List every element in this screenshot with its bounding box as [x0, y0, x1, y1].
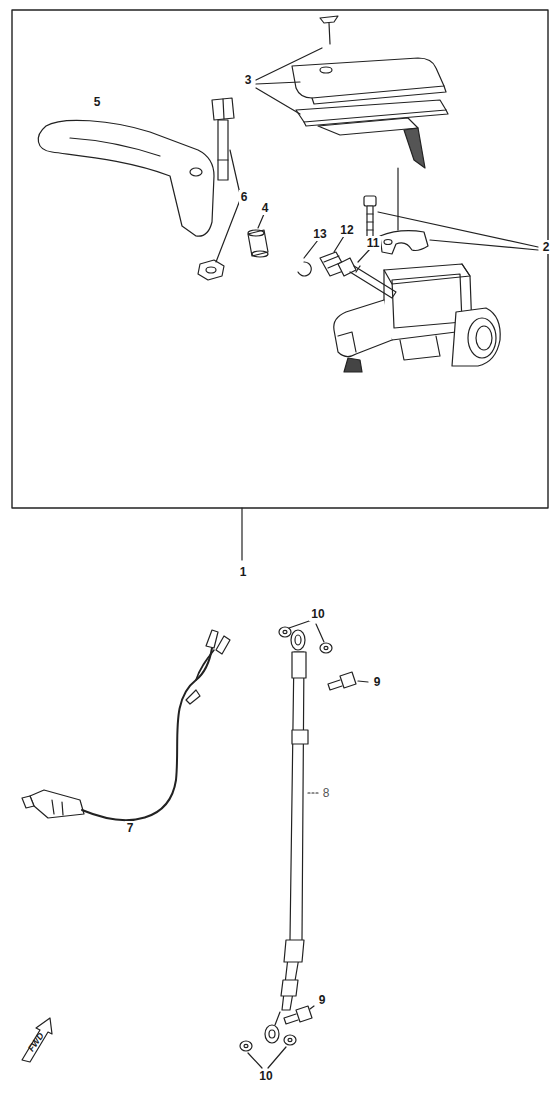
leader-line — [230, 150, 240, 194]
leader-line — [304, 240, 318, 258]
assembly-line — [397, 168, 398, 230]
callout-number: 4 — [260, 201, 271, 215]
leader-line — [256, 48, 322, 80]
leader-line — [289, 620, 312, 628]
leader-line — [378, 212, 538, 247]
callout-number: 3 — [243, 73, 254, 87]
leader-line — [268, 1047, 286, 1068]
leader-line — [241, 508, 242, 560]
union-bolt — [328, 672, 356, 690]
circlip — [298, 262, 311, 276]
leader-line — [308, 792, 318, 793]
leader-line — [310, 1006, 314, 1009]
callout-number: 9 — [317, 993, 328, 1007]
forward-arrow — [22, 1018, 52, 1062]
leader-line — [316, 624, 324, 642]
washers — [240, 1035, 296, 1051]
brake-hose — [265, 630, 308, 1043]
callout-number: 10 — [309, 607, 326, 621]
push-rod — [338, 258, 396, 298]
callout-number: 10 — [257, 1069, 274, 1083]
bush — [248, 230, 268, 257]
leader-line — [258, 214, 264, 228]
callout-number: 11 — [365, 236, 382, 250]
reservoir-cap — [292, 16, 448, 168]
callout-number: 2 — [541, 240, 552, 254]
master-cylinder-body — [334, 264, 500, 372]
union-bolt — [284, 1006, 312, 1024]
callout-number: 8 — [321, 786, 332, 800]
leader-line — [248, 1053, 262, 1068]
washers — [279, 627, 332, 653]
clutch-switch — [22, 630, 230, 820]
leader-line — [358, 681, 368, 682]
callout-number: 5 — [92, 95, 103, 109]
callout-number: 7 — [125, 821, 136, 835]
pivot-bolt — [198, 98, 234, 280]
callout-number: 12 — [338, 223, 355, 237]
leader-line — [430, 240, 538, 250]
leader-line — [216, 200, 240, 262]
callout-number: 6 — [239, 190, 250, 204]
leader-line — [358, 249, 370, 262]
leader-line — [334, 236, 344, 252]
leader-line — [256, 88, 300, 114]
callout-number: 9 — [372, 675, 383, 689]
leader-line — [256, 82, 300, 84]
callout-number: 13 — [311, 227, 328, 241]
direction-mark: FWD — [24, 1029, 47, 1055]
callout-number: 1 — [238, 565, 249, 579]
assembly-frame — [12, 10, 548, 508]
clutch-lever — [38, 120, 214, 236]
handlebar-clamp — [380, 231, 428, 254]
